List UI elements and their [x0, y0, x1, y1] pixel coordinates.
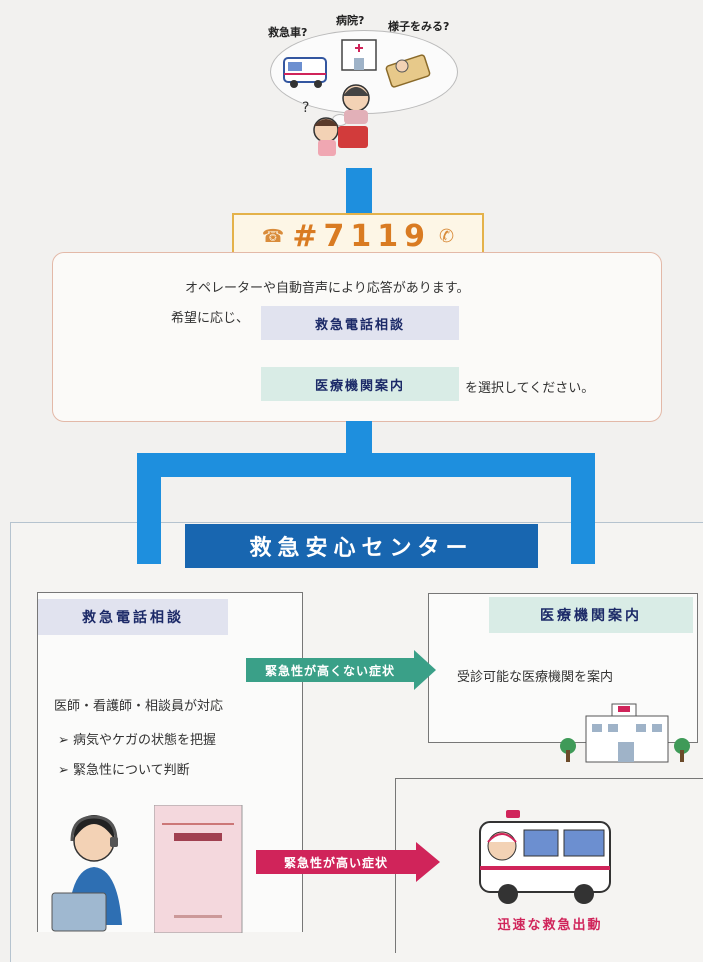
worried-person-illustration: 救急車? 病院? 様子をみる? ? [262, 8, 462, 168]
connector-top [346, 168, 372, 214]
phone-consult-panel: 救急電話相談 医師・看護師・相談員が対応 ➢ 病気やケガの状態を把握 ➢ 緊急性… [37, 592, 303, 933]
phone-consult-item-text: 病気やケガの状態を把握 [73, 733, 217, 748]
instruction-suffix: を選択してください。 [465, 381, 595, 396]
bubble-ambulance-question: 救急車? [268, 26, 308, 39]
ambulance-icon [479, 810, 611, 904]
worried-family-icon: ? [283, 39, 431, 156]
phone-keypad-icon: ☎ [261, 225, 285, 247]
phone-consult-staff: 医師・看護師・相談員が対応 [54, 699, 224, 714]
instruction-prefix: 希望に応じ、 [171, 311, 250, 326]
high-urgency-arrow-tip [416, 842, 440, 882]
phone-consult-item: ➢ 緊急性について判断 [58, 759, 190, 778]
bubble-hospital-question: 病院? [336, 14, 365, 27]
low-urgency-arrow-tip [414, 650, 436, 690]
phone-consult-item-text: 緊急性について判断 [73, 763, 190, 778]
ambulance-caption: 迅速な救急出動 [497, 918, 603, 933]
center-title: 救急安心センター [185, 524, 538, 568]
bubble-wait-question: 様子をみる? [388, 20, 450, 33]
medical-guide-desc: 受診可能な医療機関を案内 [457, 670, 614, 685]
connector-right-down-inner [571, 522, 595, 564]
manual-book-icon [154, 805, 243, 933]
phone-consult-title: 救急電話相談 [38, 599, 228, 635]
option-phone-consult: 救急電話相談 [261, 306, 459, 340]
high-urgency-arrow: 緊急性が高い症状 [256, 850, 416, 874]
svg-text:?: ? [302, 100, 309, 116]
phone-handset-icon: ✆ [438, 225, 455, 247]
low-urgency-arrow: 緊急性が高くない症状 [246, 658, 414, 682]
connector-left-down-inner [137, 522, 161, 564]
option-medical-guide: 医療機関案内 [261, 367, 459, 401]
instruction-box: オペレーターや自動音声により応答があります。 希望に応じ、 救急電話相談 医療機… [52, 252, 662, 422]
phone-consult-item: ➢ 病気やケガの状態を把握 [58, 729, 216, 748]
instruction-line: オペレーターや自動音声により応答があります。 [185, 281, 470, 296]
operator-icon [51, 815, 122, 932]
medical-guide-title: 医療機関案内 [489, 597, 693, 633]
hospital-building-icon [560, 703, 690, 763]
connector-branch [137, 453, 595, 477]
bullet-arrow-icon: ➢ [58, 763, 74, 778]
phone-number: #7119 [292, 218, 431, 254]
bullet-arrow-icon: ➢ [58, 733, 74, 748]
